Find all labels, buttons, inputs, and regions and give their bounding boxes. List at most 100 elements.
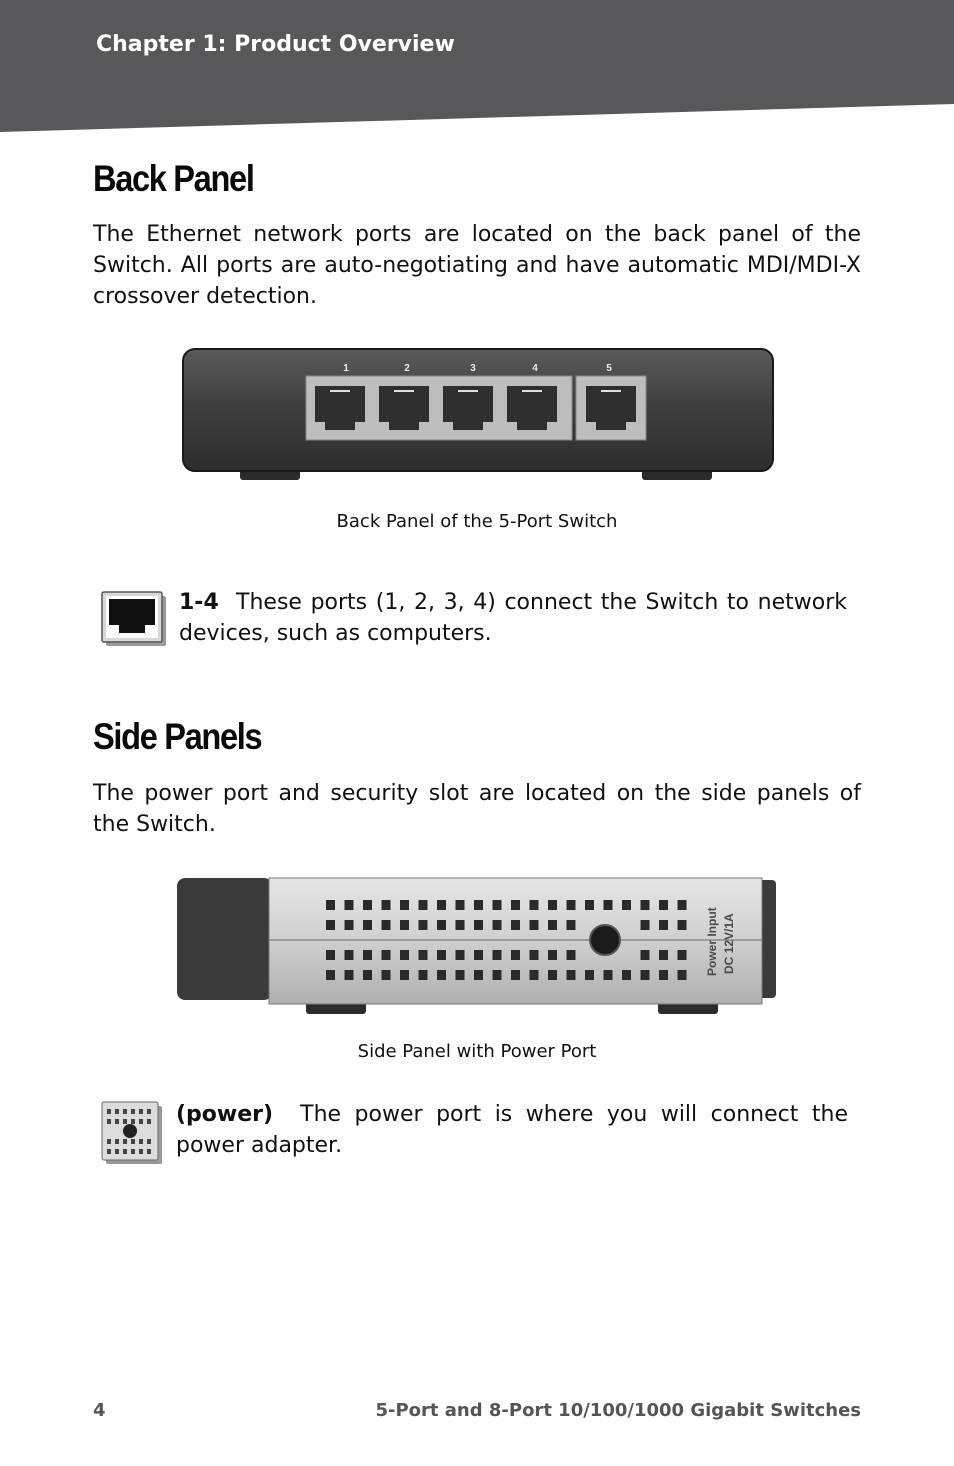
vent-slot (529, 970, 539, 980)
vent-slot (344, 950, 354, 960)
vent-slot (677, 970, 687, 980)
vent-slot (400, 900, 409, 910)
icon-vent-slot (139, 1139, 143, 1144)
back-panel-heading: Back Panel (93, 158, 255, 199)
vent-slot (326, 950, 335, 960)
vent-slot (677, 920, 687, 930)
icon-vent-slot (123, 1139, 127, 1144)
vent-slot (400, 920, 409, 930)
port-number-2: 2 (404, 363, 410, 374)
port-number-1: 1 (343, 363, 349, 374)
vent-slot (659, 920, 668, 930)
icon-vent-slot (131, 1109, 135, 1114)
vent-slot (474, 920, 483, 930)
vent-slot (363, 970, 372, 980)
vent-slot (326, 970, 335, 980)
icon-vent-slot (139, 1109, 143, 1114)
icon-vent-slot (115, 1109, 119, 1114)
icon-vent-slot (139, 1149, 143, 1154)
icon-vent-slot (115, 1149, 119, 1154)
vent-slot (344, 970, 354, 980)
vent-slot (566, 920, 576, 930)
vent-slot (659, 950, 668, 960)
vent-slot (511, 970, 520, 980)
vent-slot (326, 920, 335, 930)
power-callout: (power) The power port is where you will… (176, 1099, 848, 1161)
icon-vent-slot (139, 1119, 143, 1124)
vent-slot (474, 950, 483, 960)
vent-slot (455, 970, 465, 980)
vent-slot (344, 900, 354, 910)
vent-slot (548, 970, 557, 980)
vent-slot (492, 900, 502, 910)
side-panels-description: The power port and security slot are loc… (93, 781, 861, 837)
power-rating-label: DC 12V/1A (722, 913, 736, 974)
vent-slot (511, 920, 520, 930)
vent-slot (566, 970, 576, 980)
chapter-header-band (0, 0, 954, 132)
chapter-title: Chapter 1: Product Overview (96, 32, 455, 57)
icon-vent-slot (131, 1149, 135, 1154)
back-panel-caption: Back Panel of the 5-Port Switch (336, 511, 618, 532)
power-callout-label: (power) (176, 1102, 274, 1127)
side-panel-image: Power Input DC 12V/1A (177, 877, 776, 1014)
vent-slot (455, 900, 465, 910)
vent-slot (659, 900, 668, 910)
port-number-4: 4 (532, 363, 538, 374)
icon-vent-slot (131, 1119, 135, 1124)
vent-slot (511, 950, 520, 960)
vent-slot (492, 950, 502, 960)
vent-slot (603, 900, 613, 910)
vent-slot (677, 950, 687, 960)
vent-slot (529, 900, 539, 910)
vent-slot (363, 900, 372, 910)
icon-vent-slot (115, 1139, 119, 1144)
vent-slot (622, 900, 631, 910)
vent-slot (640, 950, 650, 960)
port-number-5: 5 (606, 363, 612, 374)
vent-slot (381, 920, 391, 930)
vent-slot (529, 920, 539, 930)
vent-slot (677, 900, 687, 910)
icon-vent-slot (147, 1149, 151, 1154)
vent-slot (474, 970, 483, 980)
vent-slot (455, 950, 465, 960)
vent-slot (437, 950, 446, 960)
vent-slot (603, 970, 613, 980)
vent-slot (344, 920, 354, 930)
vent-slot (474, 900, 483, 910)
vent-slot (326, 900, 335, 910)
vent-slot (640, 920, 650, 930)
vent-slot (548, 950, 557, 960)
vent-slot (418, 950, 428, 960)
vent-slot (437, 970, 446, 980)
vent-slot (529, 950, 539, 960)
vent-slot (418, 970, 428, 980)
vent-slot (381, 900, 391, 910)
vent-slot (455, 920, 465, 930)
vent-slot (566, 950, 576, 960)
vent-slot (659, 970, 668, 980)
vent-slot (381, 950, 391, 960)
icon-vent-slot (115, 1119, 119, 1124)
vent-slot (437, 900, 446, 910)
vent-slot (437, 920, 446, 930)
port-number-3: 3 (470, 363, 476, 374)
icon-vent-slot (107, 1119, 111, 1124)
vent-slot (566, 900, 576, 910)
back-panel-image: 1 2 3 4 5 (182, 348, 774, 480)
vent-slot (400, 950, 409, 960)
vent-slot (640, 900, 650, 910)
vent-slot (400, 970, 409, 980)
back-panel-description: The Ethernet network ports are located o… (93, 222, 861, 309)
icon-vent-slot (131, 1139, 135, 1144)
ethernet-port-icon (101, 591, 166, 646)
icon-vent-slot (147, 1139, 151, 1144)
ports-callout-label: 1-4 (179, 590, 219, 615)
vent-slot (363, 950, 372, 960)
power-callout-text: The power port is where you will connect… (176, 1102, 848, 1158)
vent-slot (585, 970, 594, 980)
icon-vent-slot (107, 1149, 111, 1154)
vent-slot (492, 970, 502, 980)
page-number: 4 (93, 1400, 106, 1421)
